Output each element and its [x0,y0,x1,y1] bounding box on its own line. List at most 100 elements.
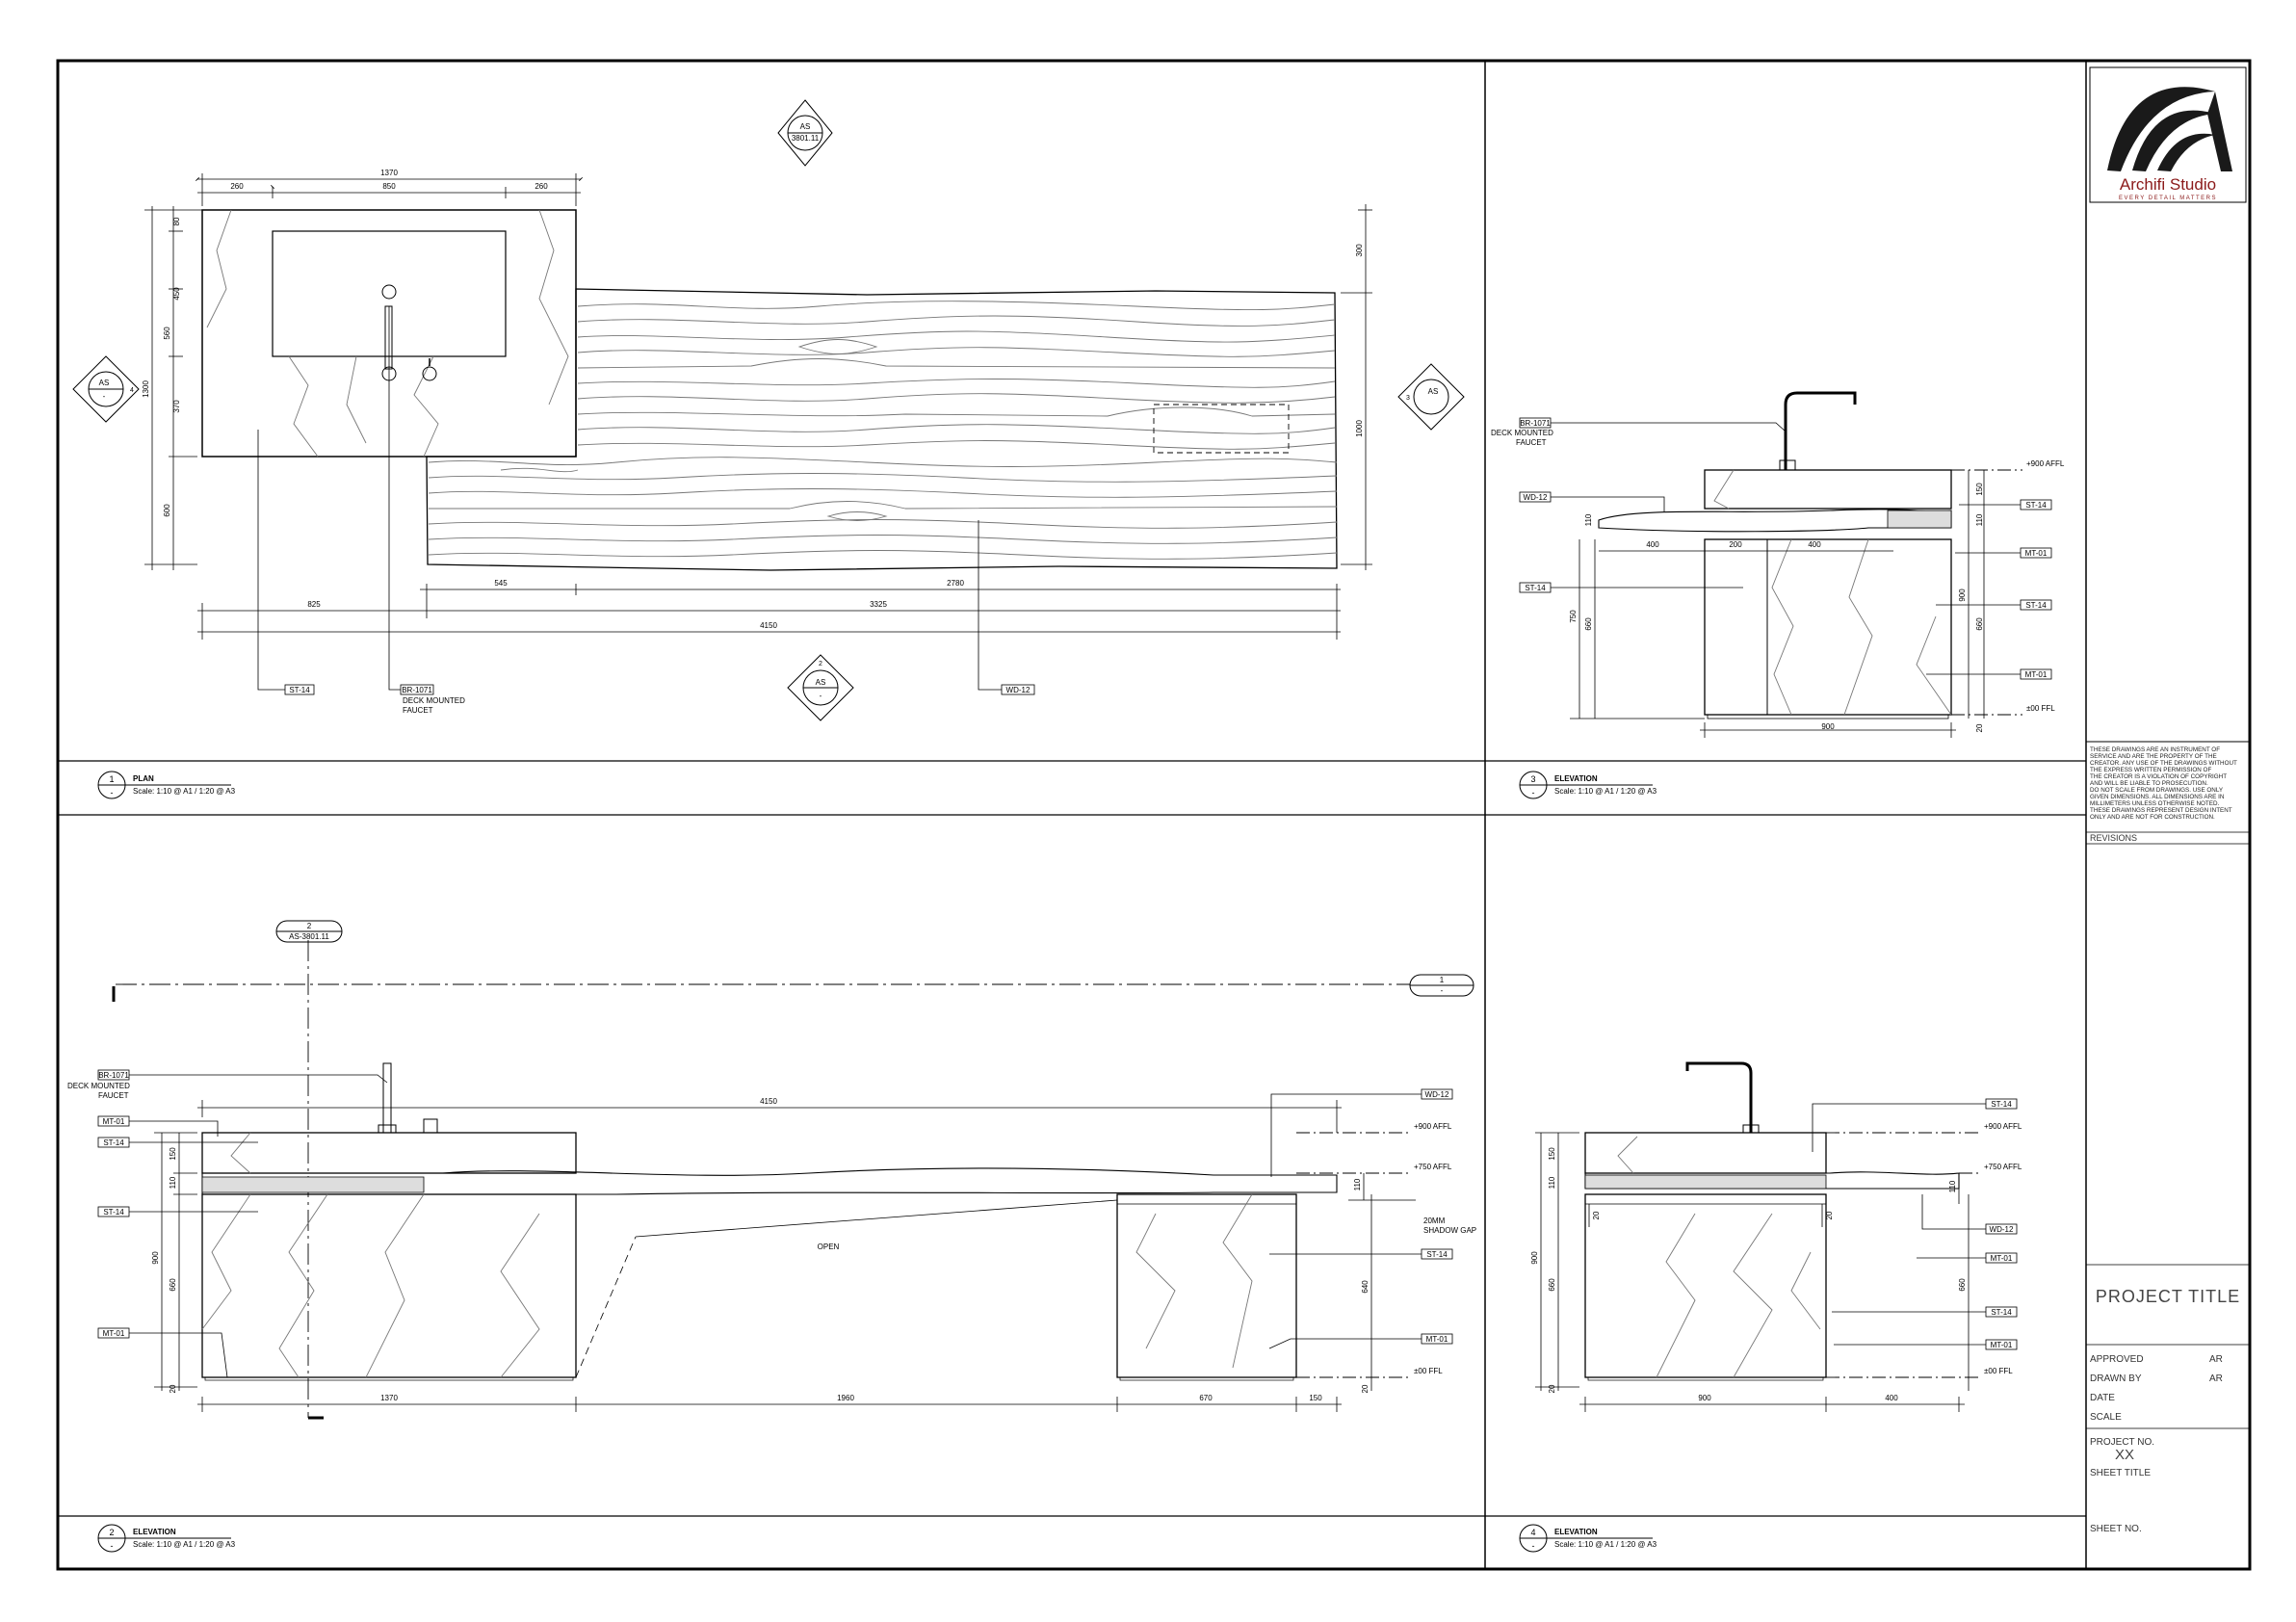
front-right-cabinet [1116,1193,1297,1378]
svg-text:AS: AS [99,379,110,387]
svg-text:±00 FFL: ±00 FFL [1414,1367,1443,1375]
project-no-value: XX [2115,1447,2134,1463]
svg-text:200: 200 [1729,540,1742,549]
studio-name: Archifi Studio [2120,175,2216,194]
svg-text:3801.11: 3801.11 [792,134,820,143]
svg-text:2: 2 [819,661,822,667]
svg-text:660: 660 [1584,617,1593,631]
svg-text:150: 150 [1975,483,1984,496]
svg-text:AS: AS [800,122,811,131]
side-top-block [1704,469,1952,510]
svg-text:FAUCET: FAUCET [403,706,433,715]
svg-text:110: 110 [1548,1176,1556,1189]
plan-view [72,99,1465,721]
view-title-text: ELEVATION [133,1528,176,1536]
svg-text:110: 110 [1584,513,1593,526]
svg-text:+750 AFFL: +750 AFFL [1984,1163,2022,1171]
svg-text:260: 260 [535,182,548,191]
svg-text:DECK MOUNTED: DECK MOUNTED [403,696,465,705]
svg-text:±00 FFL: ±00 FFL [1984,1367,2013,1375]
project-no-label: PROJECT NO. [2090,1437,2154,1448]
svg-text:SERVICE AND ARE THE PROPERTY O: SERVICE AND ARE THE PROPERTY OF THE [2090,753,2217,760]
svg-text:-: - [1532,1541,1535,1551]
view-title-text: ELEVATION [1554,774,1598,783]
svg-text:20: 20 [1975,723,1984,732]
svg-text:+900 AFFL: +900 AFFL [1414,1122,1452,1131]
view-scale-text: Scale: 1:10 @ A1 / 1:20 @ A3 [1554,787,1657,796]
svg-text:150: 150 [1309,1394,1322,1402]
svg-text:ST-14: ST-14 [2025,501,2047,510]
marble-veins [206,209,569,458]
svg-text:MT-01: MT-01 [2025,670,2048,679]
svg-text:AS: AS [816,678,826,687]
scale-label: SCALE [2090,1412,2122,1423]
svg-text:4150: 4150 [760,621,777,630]
svg-text:450: 450 [172,287,181,301]
sheet-title-label: SHEET TITLE [2090,1468,2151,1478]
svg-text:20: 20 [1592,1211,1601,1219]
view-title-elevation-3: 3 - ELEVATION Scale: 1:10 @ A1 / 1:20 @ … [1519,771,1657,799]
svg-text:THESE DRAWINGS ARE AN INSTRUME: THESE DRAWINGS ARE AN INSTRUMENT OF [2090,746,2220,753]
svg-text:DECK MOUNTED: DECK MOUNTED [67,1082,130,1090]
svg-text:AND WILL BE LIABLE TO PROSECUT: AND WILL BE LIABLE TO PROSECUTION. [2090,780,2208,787]
svg-text:1: 1 [109,774,114,784]
svg-text:GIVEN DIMENSIONS. ALL DIMENSIO: GIVEN DIMENSIONS. ALL DIMENSIONS ARE IN [2090,794,2225,800]
svg-text:BR-1071: BR-1071 [1520,419,1551,428]
svg-text:ST-14: ST-14 [103,1208,124,1216]
svg-text:20: 20 [169,1384,177,1393]
svg-text:ST-14: ST-14 [2025,601,2047,610]
tag-wd-12: WD-12 [1006,686,1031,694]
svg-text:4: 4 [1530,1528,1535,1537]
drain-icon [381,284,397,300]
svg-text:AS-3801.11: AS-3801.11 [289,932,329,941]
svg-text:400: 400 [1646,540,1659,549]
sheet-frame [56,59,2252,1571]
faucet-icon [1784,391,1857,470]
svg-text:MT-01: MT-01 [103,1329,125,1338]
approved-value: AR [2209,1354,2223,1365]
project-title: PROJECT TITLE [2096,1287,2240,1306]
wood-grain [428,301,1338,560]
svg-text:110: 110 [1948,1180,1957,1192]
svg-text:900: 900 [1821,722,1835,731]
svg-text:+900 AFFL: +900 AFFL [2026,459,2065,468]
svg-text:150: 150 [169,1147,177,1161]
tag-br-1071: BR-1071 [402,686,432,694]
svg-text:660: 660 [1958,1278,1967,1292]
svg-text:MT-01: MT-01 [1426,1335,1448,1344]
view-scale-text: Scale: 1:10 @ A1 / 1:20 @ A3 [133,1540,236,1549]
front-left-cabinet [201,1193,577,1378]
revisions-label: REVISIONS [2090,833,2137,843]
svg-text:ST-14: ST-14 [1991,1100,2012,1109]
front-top-block [201,1132,577,1174]
svg-text:1960: 1960 [837,1394,854,1402]
svg-text:FAUCET: FAUCET [1516,438,1547,447]
svg-text:1370: 1370 [380,1394,398,1402]
end-faucet-icon [1685,1061,1753,1133]
svg-text:750: 750 [1569,610,1578,623]
svg-text:560: 560 [163,327,171,340]
svg-text:ST-14: ST-14 [103,1138,124,1147]
drawn-by-value: AR [2209,1373,2223,1384]
elevation-end [1535,1061,1986,1412]
svg-text:-: - [820,692,822,700]
view-scale-text: Scale: 1:10 @ A1 / 1:20 @ A3 [133,787,236,796]
title-block: THESE DRAWINGS ARE AN INSTRUMENT OF SERV… [2086,741,2250,1534]
section-markers-plan [72,99,1465,721]
svg-text:2: 2 [307,922,312,930]
svg-text:900: 900 [151,1251,160,1265]
elevation-front [112,920,1474,1420]
svg-text:-: - [103,392,106,401]
svg-text:1: 1 [1440,976,1445,984]
svg-text:900: 900 [1958,589,1967,602]
svg-text:MT-01: MT-01 [1991,1341,2013,1349]
sheet-no-label: SHEET NO. [2090,1524,2142,1534]
approved-label: APPROVED [2090,1354,2144,1365]
svg-text:400: 400 [1885,1394,1898,1402]
studio-logo: Archifi Studio EVERY DETAIL MATTERS [2089,66,2247,203]
svg-text:WD-12: WD-12 [1990,1225,2014,1234]
svg-text:1300: 1300 [142,380,150,398]
svg-text:150: 150 [1548,1147,1556,1161]
svg-text:WD-12: WD-12 [1425,1090,1449,1099]
svg-text:4: 4 [130,387,134,394]
